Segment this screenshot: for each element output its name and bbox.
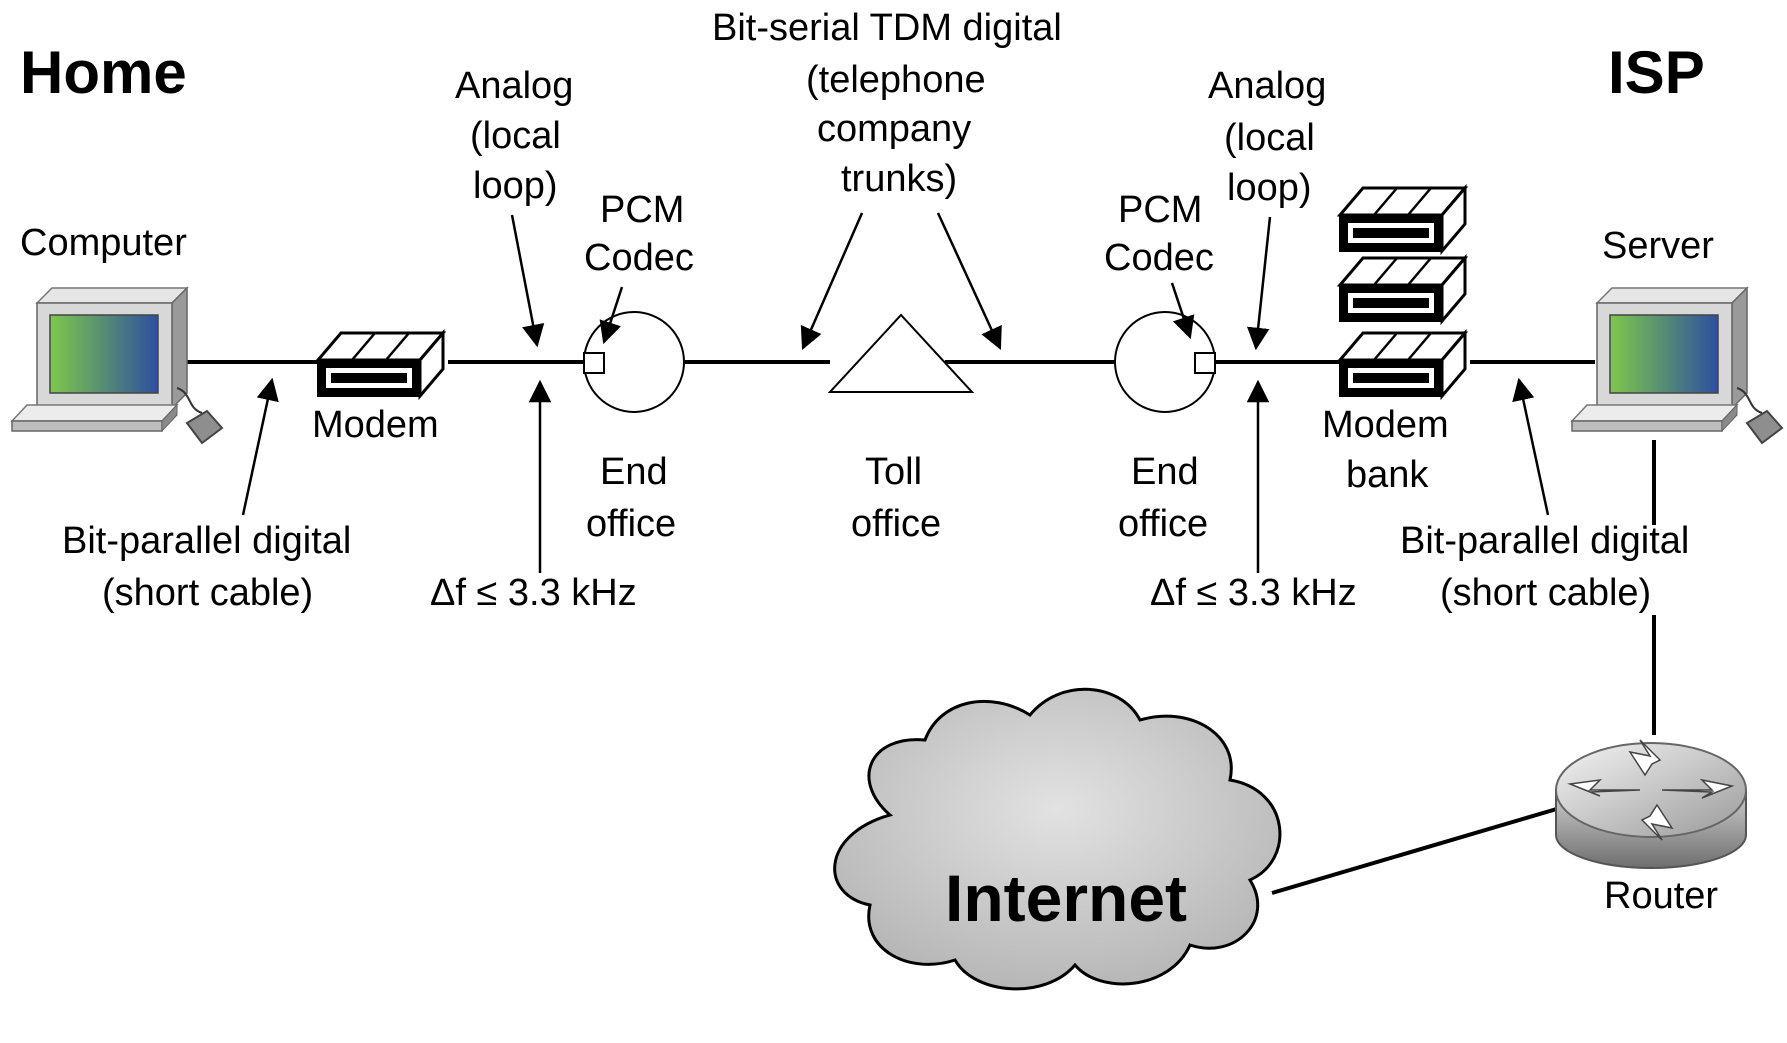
end-office-right-line2: office [1118,503,1208,545]
router-icon [1555,739,1747,869]
modem-label: Modem [312,404,439,446]
analog-left-line3: loop) [473,165,558,207]
server-computer-icon [1571,287,1783,444]
modem-bank-line1: Modem [1322,404,1449,446]
modem-icon [1338,331,1467,398]
modem-bank [1338,186,1467,398]
pcm-left-line1: PCM [600,189,684,231]
analog-right-line2: (local [1224,117,1315,159]
triangle-office-icon [827,313,975,393]
end-office-right-line1: End [1131,451,1199,493]
pcm-left-line2: Codec [584,237,694,279]
router-label: Router [1604,875,1718,917]
modem-icon [316,331,445,398]
cloud-icon [833,687,1282,991]
bit-parallel-right-line1: Bit-parallel digital [1400,520,1689,562]
bit-serial-line4: trunks) [841,158,957,200]
circle-office-icon [583,311,685,413]
bandwidth-left: Δf ≤ 3.3 kHz [430,572,637,614]
bit-serial-line1: Bit-serial TDM digital [712,7,1062,49]
bandwidth-right: Δf ≤ 3.3 kHz [1150,572,1357,614]
home-heading: Home [20,39,187,106]
bit-parallel-right-line2: (short cable) [1440,572,1651,614]
modem-icon [1338,186,1467,253]
bit-serial-line2: (telephone [806,59,986,101]
analog-right-line3: loop) [1227,167,1312,209]
router-internet-link [1271,806,1561,895]
server-label: Server [1602,225,1714,267]
computer-label: Computer [20,222,187,264]
internet-label: Internet [945,861,1187,935]
bit-serial-line3: company [817,108,971,150]
isp-heading: ISP [1608,39,1705,106]
bit-parallel-left-line1: Bit-parallel digital [62,520,351,562]
analog-right-line1: Analog [1208,65,1326,107]
toll-office-line1: Toll [865,451,922,493]
circle-office-icon [1114,311,1216,413]
modem-icon [1338,256,1467,323]
analog-left-line2: (local [470,115,561,157]
computer-icon [11,287,223,444]
analog-left-line1: Analog [455,65,573,107]
end-office-left-line1: End [600,451,668,493]
modem-bank-line2: bank [1346,454,1429,496]
bit-parallel-left-line2: (short cable) [102,572,313,614]
pcm-right-line1: PCM [1118,189,1202,231]
pcm-right-line2: Codec [1104,237,1214,279]
toll-office-line2: office [851,503,941,545]
end-office-left-line2: office [586,503,676,545]
